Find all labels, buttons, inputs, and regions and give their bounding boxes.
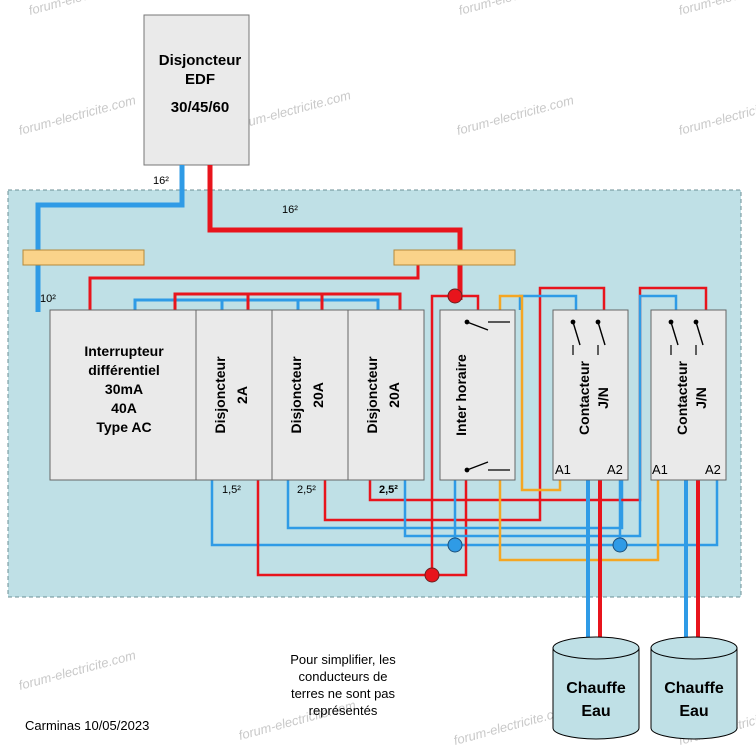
timer-command-out (498, 294, 562, 492)
breaker-2a-label: Disjoncteur 2A (212, 356, 250, 434)
contactor-1-module (552, 309, 629, 481)
rcd-feed-section-label: 10² (40, 293, 56, 305)
breaker-neutral-bus (133, 298, 380, 312)
breaker-2a-rating: 2A (234, 386, 250, 404)
breaker-20a1-phase-out (323, 286, 606, 522)
neutral-busbar (22, 249, 145, 266)
heater-1-line1: Chauffe (566, 680, 626, 697)
author-credit: Carminas 10/05/2023 (25, 718, 149, 733)
out-2-section-label: 2,5² (297, 484, 316, 496)
contactor-2-line1: Contacteur (674, 361, 690, 435)
neutral-junction-dot (612, 537, 628, 553)
rcd-line1: Interrupteur (84, 343, 164, 359)
contactor-1-label: Contacteur J/N (576, 361, 611, 435)
watermark: forum-electricite.com (17, 92, 138, 138)
breaker-20a2-neutral-out (403, 294, 678, 538)
heater-1-line2: Eau (581, 703, 610, 720)
phase-junction-dot (424, 567, 440, 583)
contactor-2-label: Contacteur J/N (674, 361, 709, 435)
watermark: forum-electricite.com (17, 647, 138, 693)
simplification-note: Pour simplifier, les conducteurs de terr… (290, 652, 396, 718)
timer-phase-loop (430, 294, 455, 575)
out-1-section-label: 1,5² (222, 484, 241, 496)
timer-switch-symbols (464, 319, 510, 473)
breaker-phase-taps (246, 294, 324, 312)
breaker-20a1-module (271, 309, 349, 481)
watermark: forum-electricite.com (677, 0, 756, 18)
breaker-20a2-module (347, 309, 425, 481)
rcd-line2: différentiel (88, 362, 160, 378)
breaker-phase-bus (173, 292, 402, 312)
rcd-module (49, 309, 197, 481)
rcd-phase-feed (88, 258, 420, 312)
breaker-2a-neutral-out (210, 480, 719, 547)
note-line2: conducteurs de (299, 669, 388, 684)
water-heater-1: Chauffe Eau (552, 636, 640, 740)
watermark: forum-electricite.com (677, 92, 756, 138)
breaker-20a2-rating: 20A (386, 382, 402, 408)
watermark: forum-electricite.com (232, 87, 353, 133)
breaker-2a-title: Disjoncteur (212, 356, 228, 434)
edf-breaker-rating: 30/45/60 (171, 99, 229, 116)
contactor1-neutral-in (518, 294, 578, 310)
contactor-1-line1: Contacteur (576, 361, 592, 435)
heater-2-line2: Eau (679, 703, 708, 720)
contactor-2-module (650, 309, 727, 481)
busbar-section-label: 16² (282, 204, 298, 216)
supply-section-label: 16² (153, 175, 169, 187)
heater-2-line1: Chauffe (664, 680, 724, 697)
timer-phase-in (455, 294, 480, 310)
note-line1: Pour simplifier, les (290, 652, 396, 667)
contactor-2-line2: J/N (693, 387, 709, 409)
watermark: forum-electricite.com (27, 0, 148, 18)
note-line3: terres ne sont pas (291, 686, 396, 701)
breaker-20a1-title: Disjoncteur (288, 356, 304, 434)
contactor-1-a2: A2 (607, 462, 623, 477)
neutral-junction-dot (447, 537, 463, 553)
edf-breaker (143, 14, 250, 166)
edf-breaker-line2: EDF (185, 71, 215, 88)
timer-label-group: Inter horaire (453, 354, 469, 436)
contactor-1-a1: A1 (555, 462, 571, 477)
rcd-line5: Type AC (96, 419, 151, 435)
phase-junction-dot (447, 288, 463, 304)
contactor-1-line2: J/N (595, 387, 611, 409)
timer-module (439, 309, 516, 481)
contactor-2-a1: A1 (652, 462, 668, 477)
rcd-line4: 40A (111, 400, 137, 416)
phase-busbar (393, 249, 516, 266)
breaker-20a2-title: Disjoncteur (364, 356, 380, 434)
note-line4: représentés (309, 703, 378, 718)
out-3-section-label: 2,5² (379, 484, 398, 496)
breaker-20a1-rating: 20A (310, 382, 326, 408)
water-heater-2: Chauffe Eau (650, 636, 738, 740)
contactor-2-a2: A2 (705, 462, 721, 477)
contactor-1-switch-symbols (570, 319, 606, 355)
watermark: forum-electricite.com (455, 92, 576, 138)
rcd-line3: 30mA (105, 381, 143, 397)
breaker-20a2-label: Disjoncteur 20A (364, 356, 402, 434)
contactor-2-switch-symbols (668, 319, 704, 355)
timer-label: Inter horaire (453, 354, 469, 436)
watermark: forum-electricite.com (457, 0, 578, 18)
timer-command-bridge (498, 480, 660, 562)
breaker-2a-module (195, 309, 273, 481)
edf-breaker-line1: Disjoncteur (159, 52, 242, 69)
breaker-20a1-label: Disjoncteur 20A (288, 356, 326, 434)
